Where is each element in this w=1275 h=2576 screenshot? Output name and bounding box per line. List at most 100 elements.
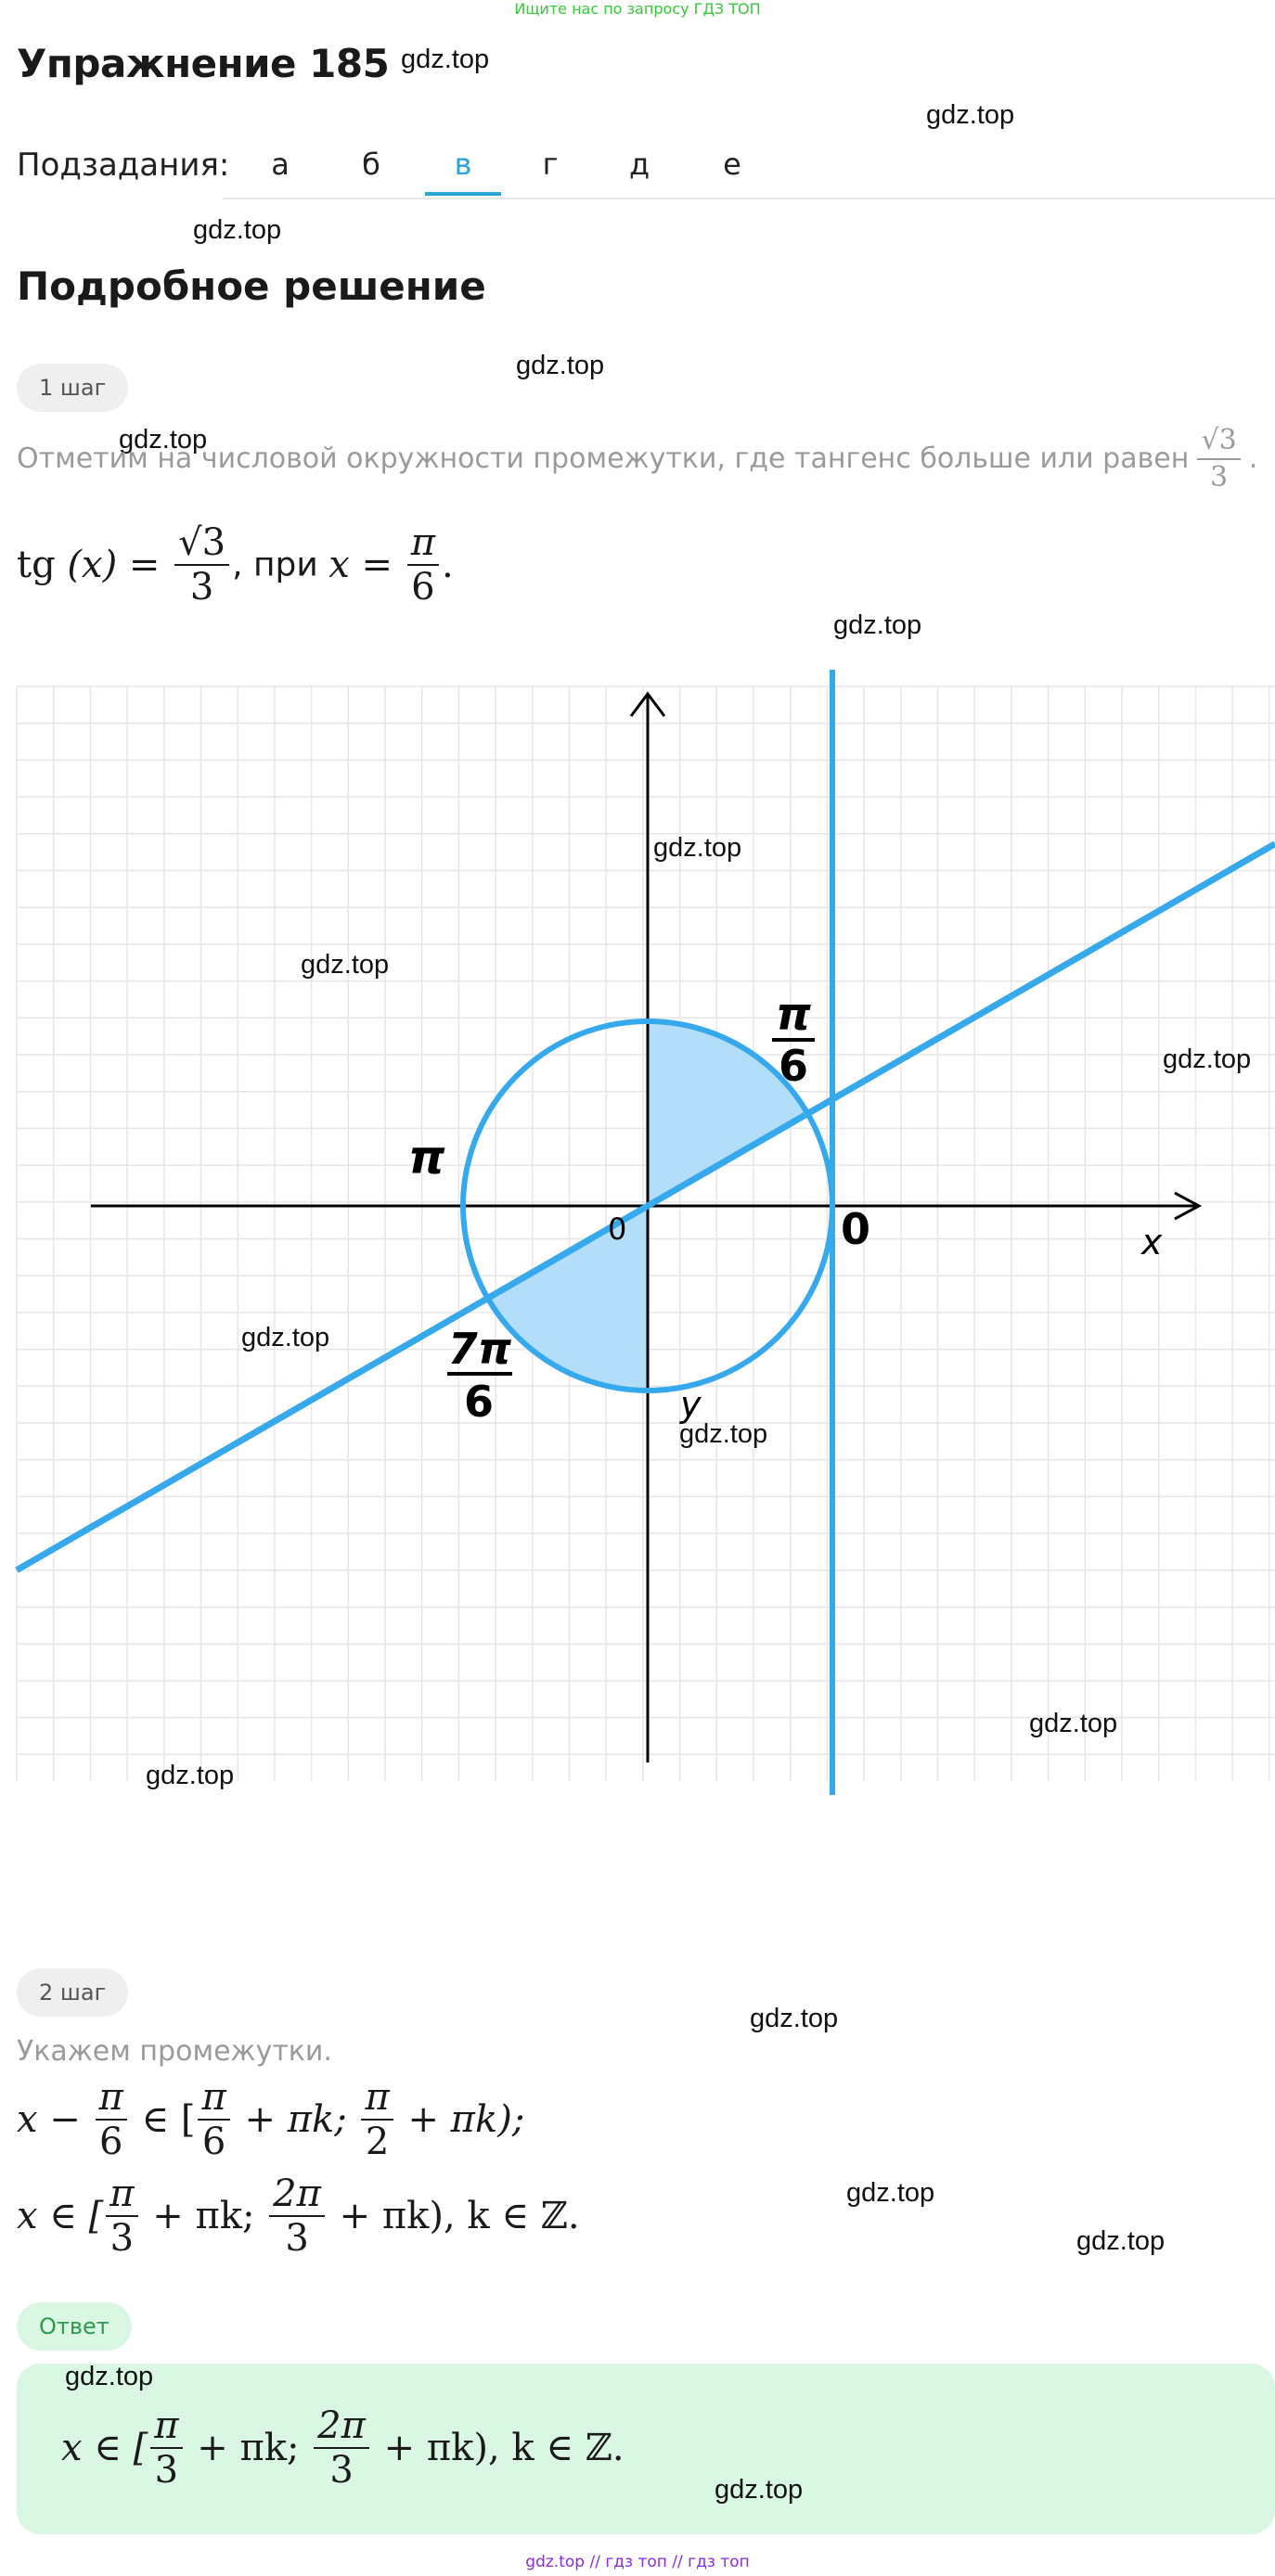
watermark: gdz.top [301, 950, 390, 980]
eq-fraction: √3 3 [174, 521, 230, 609]
l2-n1: π [106, 2172, 138, 2217]
ans-d2: 3 [329, 2449, 354, 2492]
watermark: gdz.top [65, 2362, 154, 2391]
l2-d1: 3 [109, 2217, 135, 2260]
l1-d3: 2 [365, 2121, 390, 2163]
step-1-badge: 1 шаг [17, 364, 129, 412]
l1-n3: π [361, 2076, 393, 2121]
x-axis-arrow [1174, 1191, 1203, 1221]
ans-a: x ∈ [ [61, 2427, 148, 2469]
tangent-ray-line [15, 840, 1275, 1573]
top-banner: Ищите нас по запросу ГДЗ ТОП [514, 0, 761, 18]
step-1-text: Отметим на числовой окружности промежутк… [17, 442, 1190, 475]
watermark: gdz.top [146, 1761, 235, 1790]
answer-box [17, 2364, 1275, 2534]
eq-den: 3 [189, 566, 214, 609]
l1-n2: π [198, 2076, 230, 2121]
l1-a: x − [17, 2098, 81, 2141]
watermark: gdz.top [401, 45, 490, 74]
7pi6-denominator: 6 [464, 1377, 494, 1427]
step-1-text-tail: . [1248, 442, 1258, 475]
l1-e: + πk); [407, 2098, 525, 2141]
watermark: gdz.top [653, 833, 742, 863]
watermark: gdz.top [833, 610, 922, 640]
l1-d2: 6 [201, 2121, 226, 2163]
watermark: gdz.top [750, 2004, 839, 2033]
eq-sign: = [128, 544, 161, 586]
footer: gdz.top // гдз топ // гдз топ [525, 2553, 750, 2571]
tab-e[interactable]: е [723, 147, 741, 182]
eq-end: . [442, 544, 454, 586]
l1-c: + πk; [244, 2098, 347, 2141]
watermark: gdz.top [679, 1419, 768, 1449]
tab-d[interactable]: д [628, 147, 650, 182]
watermark: gdz.top [1076, 2226, 1166, 2256]
y-axis-arrow [629, 691, 666, 717]
eq-den-2: 6 [411, 566, 435, 609]
watermark: gdz.top [846, 2178, 935, 2208]
grid [16, 686, 1275, 1781]
l1-d1: 6 [98, 2121, 123, 2163]
zero-point-label: 0 [841, 1204, 870, 1254]
unit-circle-graph: y x 0 0 π π 6 7π 6 [15, 670, 1275, 1795]
step-1-equation: tg (x) = √3 3 , при x = π 6 . [17, 521, 454, 609]
active-tab-indicator [425, 192, 501, 196]
watermark: gdz.top [241, 1323, 330, 1352]
tab-v[interactable]: в [454, 147, 472, 182]
l2-n2: 2π [269, 2172, 325, 2217]
watermark: gdz.top [516, 351, 605, 380]
ans-n2: 2π [314, 2404, 369, 2449]
eq-arg: (x) [67, 544, 118, 586]
eq-num: √3 [174, 521, 230, 566]
answer-badge: Ответ [17, 2302, 132, 2351]
step-2-text: Укажем промежутки. [17, 2035, 332, 2068]
eq-sign-2: = [361, 544, 393, 586]
watermark: gdz.top [1163, 1044, 1252, 1074]
pi-label: π [408, 1131, 445, 1185]
pi6-numerator: π [776, 989, 811, 1041]
ans-c: + πk), k ∈ ℤ. [383, 2427, 625, 2469]
ans-n1: π [150, 2404, 183, 2449]
step-2-badge: 2 шаг [17, 1968, 129, 2017]
l1-b: ∈ [ [141, 2098, 196, 2141]
tab-b[interactable]: б [362, 147, 380, 182]
solution-title: Подробное решение [17, 263, 486, 309]
l2-d2: 3 [285, 2217, 309, 2260]
eq-mid: , при [232, 545, 329, 584]
eq-fn: tg [17, 544, 56, 586]
eq-fraction-2: π 6 [406, 521, 440, 609]
step-1-text-line: Отметим на числовой окружности промежутк… [17, 423, 1257, 494]
l2-b: + πk; [152, 2195, 255, 2237]
l1-n1: π [95, 2076, 127, 2121]
ans-b: + πk; [197, 2427, 300, 2469]
tab-g[interactable]: г [542, 147, 559, 182]
y-axis-label: y [679, 1384, 702, 1425]
eq-num-2: π [406, 521, 440, 566]
l2-a: x ∈ [ [17, 2195, 104, 2237]
watermark: gdz.top [119, 425, 208, 455]
step-1-fraction: √3 3 [1197, 423, 1241, 494]
fraction-numerator: √3 [1197, 423, 1241, 460]
pi6-denominator: 6 [779, 1041, 808, 1091]
watermark: gdz.top [715, 2475, 804, 2505]
fraction-denominator: 3 [1210, 460, 1229, 493]
watermark: gdz.top [193, 215, 282, 245]
ans-d1: 3 [154, 2449, 179, 2492]
exercise-title: Упражнение 185 [17, 41, 390, 86]
tabs-divider [223, 198, 1275, 199]
x-axis-label: x [1140, 1222, 1163, 1262]
l2-c: + πk), k ∈ ℤ. [339, 2195, 580, 2237]
eq-var: x [328, 544, 350, 586]
tab-a[interactable]: а [271, 147, 290, 182]
watermark: gdz.top [926, 100, 1015, 130]
